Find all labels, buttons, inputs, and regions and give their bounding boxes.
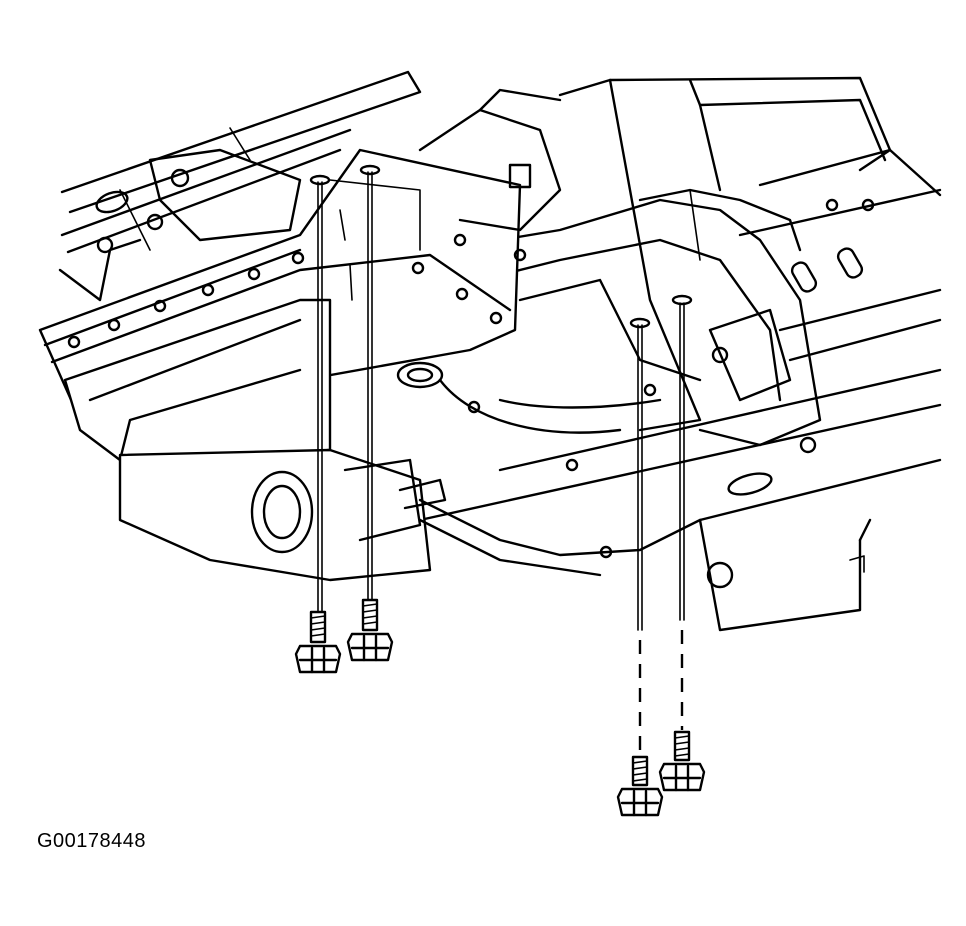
vehicle-frame (60, 70, 942, 632)
bolt-icon (616, 755, 664, 817)
bolt-alignment-lines-left (309, 164, 381, 613)
bolt-icon (294, 610, 342, 674)
bolt-icon (346, 598, 394, 662)
bolt-icon (658, 730, 706, 792)
figure-id-label: G00178448 (37, 830, 147, 852)
transmission-extension-housing (118, 361, 702, 582)
transmission-oil-pan (38, 88, 562, 462)
bolt-alignment-lines-right (629, 294, 693, 755)
